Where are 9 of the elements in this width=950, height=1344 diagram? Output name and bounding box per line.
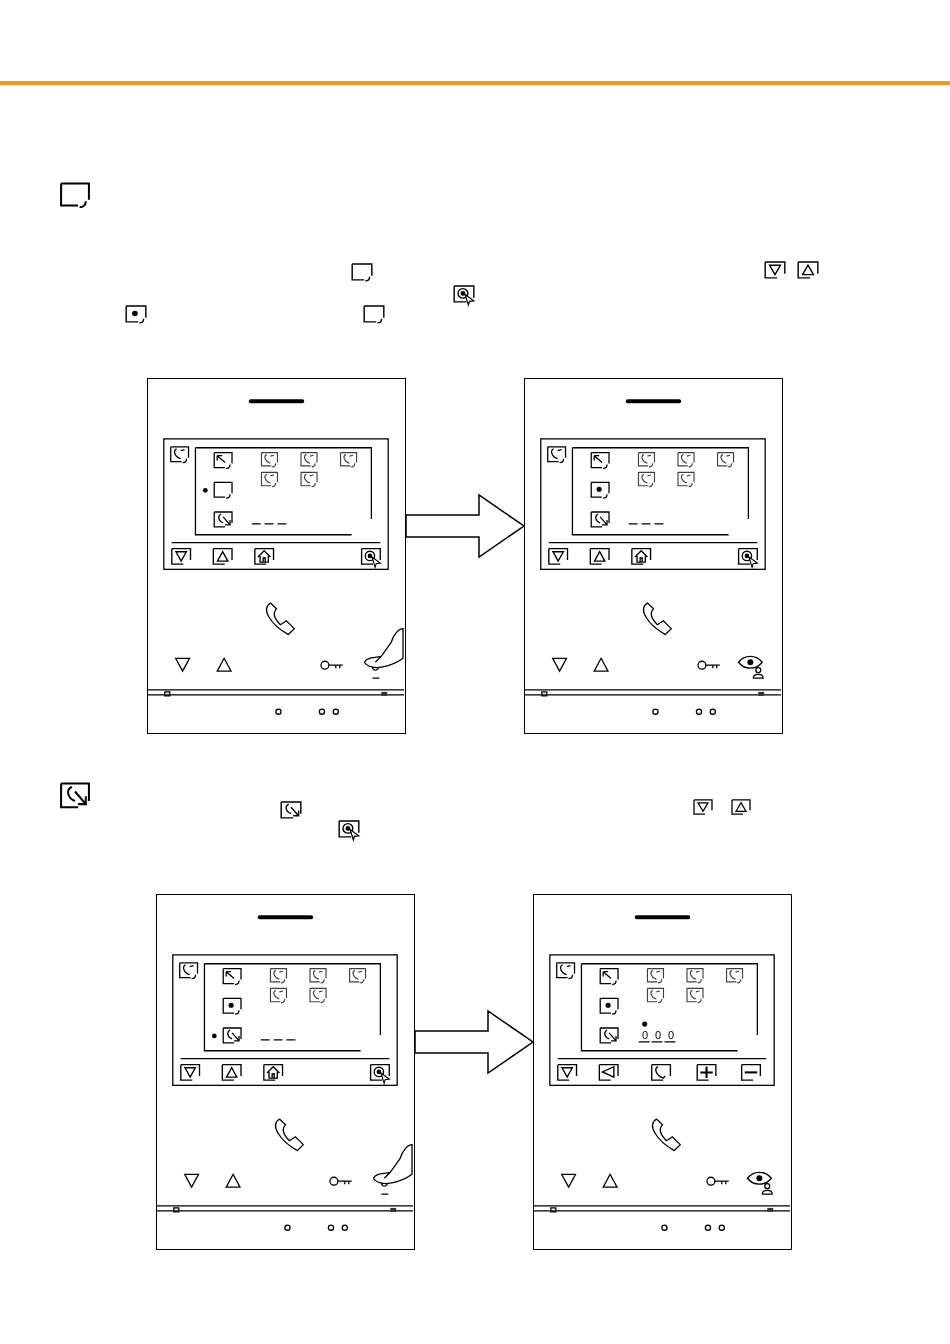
code-digit: 0 xyxy=(655,1030,662,1041)
intercom-monitor-drawing xyxy=(533,894,792,1250)
intercom-monitor-drawing xyxy=(156,894,415,1250)
arrow xyxy=(414,1009,535,1075)
intercom-monitor-drawing xyxy=(147,378,406,734)
code-digit: 0 xyxy=(668,1030,675,1041)
arrow xyxy=(405,493,526,559)
code-digit: 0 xyxy=(642,1030,649,1041)
intercom-monitor-drawing xyxy=(524,378,783,734)
